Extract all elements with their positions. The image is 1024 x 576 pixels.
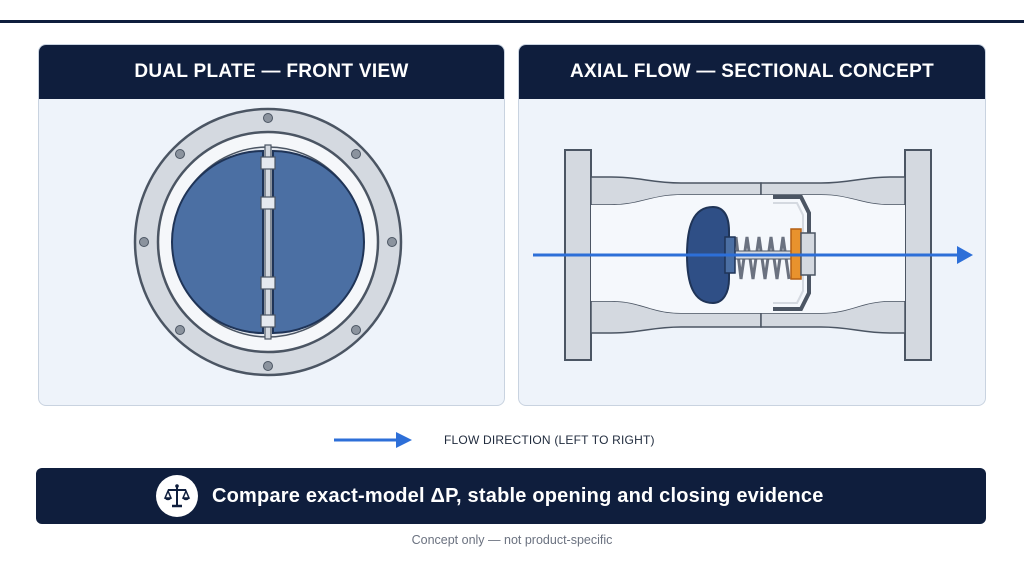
hinge-knuckle [260, 314, 276, 328]
flow-direction-label: FLOW DIRECTION (LEFT TO RIGHT) [444, 433, 655, 447]
axial-flow-panel-title: AXIAL FLOW — SECTIONAL CONCEPT [519, 45, 985, 99]
bolt-holes [139, 113, 397, 371]
top-rule [0, 20, 1024, 23]
dual-plate-panel: DUAL PLATE — FRONT VIEW [38, 44, 505, 406]
axial-flow-panel: AXIAL FLOW — SECTIONAL CONCEPT [518, 44, 986, 406]
legend-arrow-head [396, 432, 412, 448]
axial-flow-section-diagram [533, 149, 973, 361]
bolt-hole [263, 113, 273, 123]
bolt-hole [387, 237, 397, 247]
flow-direction-arrow-icon [334, 432, 412, 448]
dual-plate-front-view-diagram [133, 107, 403, 377]
bolt-hole [351, 325, 361, 335]
left-plate [171, 149, 264, 335]
scales-right-pan [181, 489, 191, 501]
scales-icon-graphic [163, 484, 191, 508]
scales-icon [156, 475, 198, 517]
bolt-hole [175, 325, 185, 335]
bolt-hole [139, 237, 149, 247]
scales-left-pan [163, 489, 173, 501]
comparison-banner: Compare exact-model ΔP, stable opening a… [36, 468, 986, 524]
hinge-pin [264, 144, 272, 340]
flow-legend: FLOW DIRECTION (LEFT TO RIGHT) [334, 430, 655, 450]
hinge-knuckle [260, 196, 276, 210]
scales-top [175, 484, 179, 488]
bolt-hole [351, 149, 361, 159]
hinge-knuckle [260, 276, 276, 290]
bolt-hole [175, 149, 185, 159]
flow-arrow-head [957, 246, 973, 264]
banner-text: Compare exact-model ΔP, stable opening a… [212, 484, 824, 507]
bolt-hole [263, 361, 273, 371]
right-plate [272, 149, 365, 335]
footnote: Concept only — not product-specific [411, 533, 613, 547]
dual-plate-panel-title: DUAL PLATE — FRONT VIEW [39, 45, 504, 99]
hinge-knuckle [260, 156, 276, 170]
